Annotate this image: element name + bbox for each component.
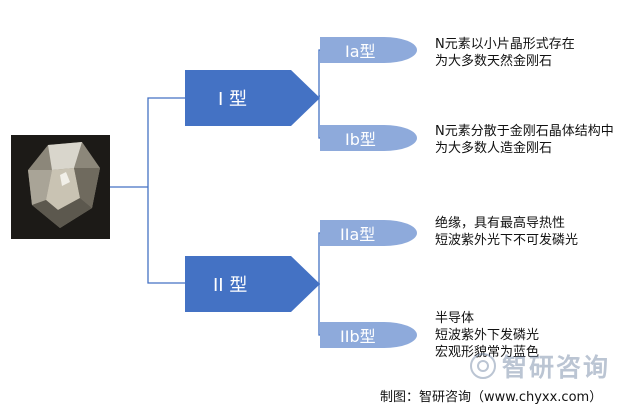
type-1-label: I 型 <box>218 89 247 110</box>
description-line: 为大多数天然金刚石 <box>435 54 553 69</box>
leaf-ib-label: Ib型 <box>345 130 376 149</box>
description-line: 绝缘，具有最高导热性 <box>435 216 566 231</box>
watermark: 智研咨询 <box>470 350 630 382</box>
connector-type1 <box>318 49 336 139</box>
type-1-arrow <box>185 70 320 126</box>
type-2-node: II 型 <box>185 256 320 312</box>
description-line: 短波紫外下发磷光 <box>435 328 540 343</box>
leaf-iib: IIb型 <box>320 322 417 348</box>
description-line: 宏观形貌常为蓝色 <box>435 345 540 360</box>
leaf-ib: Ib型 <box>320 125 417 151</box>
description-line: N元素分散于金刚石晶体结构中 <box>435 124 614 139</box>
leaf-iib-description: 半导体 短波紫外下发磷光 宏观形貌常为蓝色 <box>435 310 539 361</box>
leaf-iia-shape <box>320 220 417 246</box>
connector-root <box>110 97 185 284</box>
leaf-ia: Ia型 <box>320 37 417 63</box>
watermark-logo-icon <box>470 353 496 379</box>
leaf-iia-description: 绝缘，具有最高导热性 短波紫外光下不可发磷光 <box>435 215 578 249</box>
type-1-node: I 型 <box>185 70 320 126</box>
type-2-arrow <box>185 256 320 312</box>
leaf-ia-shape <box>320 37 417 63</box>
leaf-iia-label: IIa型 <box>340 225 375 244</box>
description-line: 短波紫外光下不可发磷光 <box>435 233 579 248</box>
leaf-iib-label: IIb型 <box>340 327 376 346</box>
leaf-ia-label: Ia型 <box>345 42 376 61</box>
description-line: N元素以小片晶形式存在 <box>435 37 575 52</box>
leaf-iib-shape <box>320 322 417 348</box>
source-credit: 制图：智研咨询（www.chyxx.com） <box>380 390 603 405</box>
leaf-ib-shape <box>320 125 417 151</box>
leaf-ib-description: N元素分散于金刚石晶体结构中 为大多数人造金刚石 <box>435 123 614 157</box>
description-line: 半导体 <box>435 311 475 326</box>
type-2-label: II 型 <box>213 275 247 296</box>
diamond-photo <box>11 135 110 239</box>
description-line: 为大多数人造金刚石 <box>435 141 553 156</box>
leaf-ia-description: N元素以小片晶形式存在 为大多数天然金刚石 <box>435 36 575 70</box>
connector-type2 <box>318 232 336 336</box>
leaf-iia: IIa型 <box>320 220 417 246</box>
watermark-text: 智研咨询 <box>502 353 611 382</box>
